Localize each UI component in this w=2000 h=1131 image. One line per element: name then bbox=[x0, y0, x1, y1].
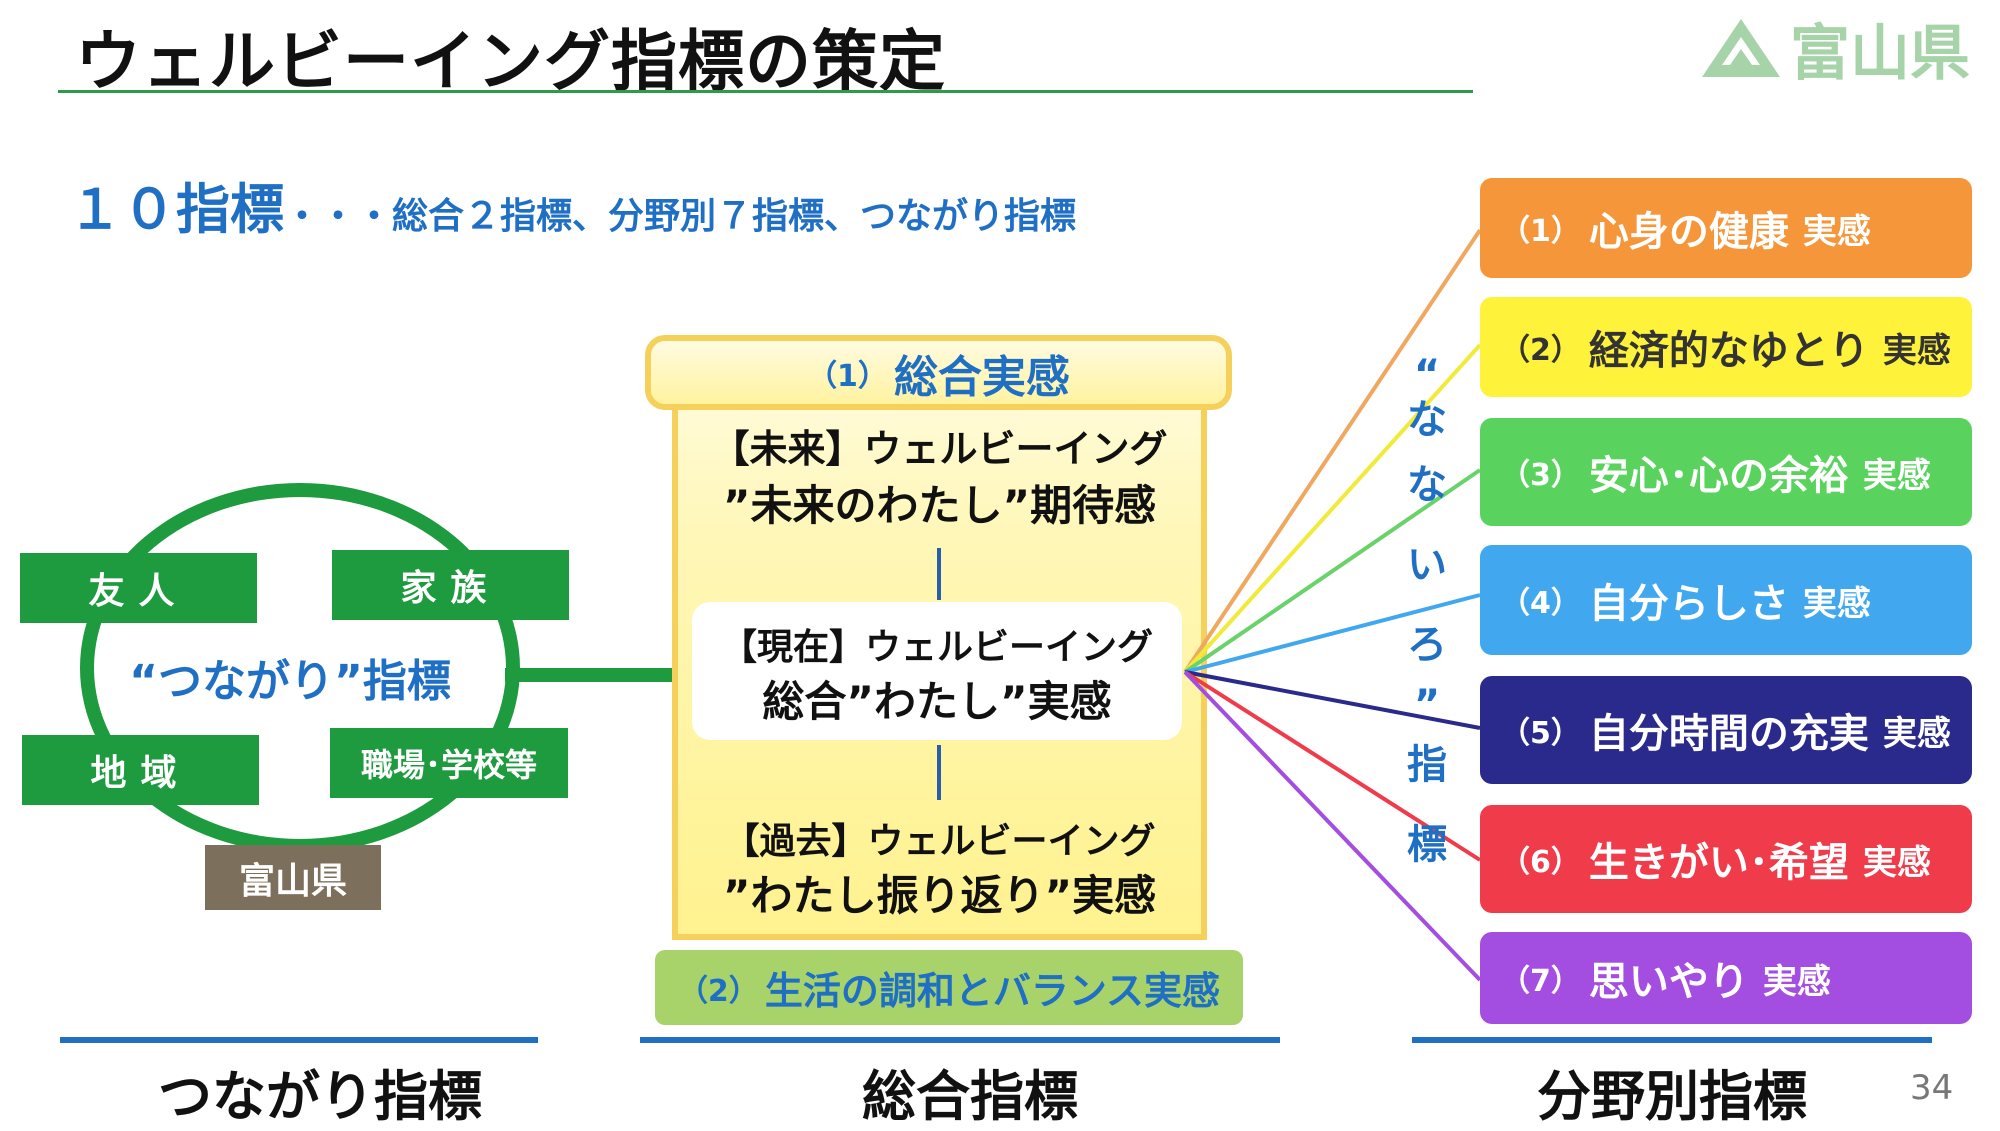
timeline-connector-top bbox=[937, 548, 941, 600]
field-suffix: 実感 bbox=[1862, 455, 1931, 496]
connector-line-4 bbox=[1184, 593, 1481, 674]
field-number: （7） bbox=[1500, 964, 1581, 999]
family-box: 家族 bbox=[332, 550, 569, 620]
page-number: 34 bbox=[1910, 1068, 1954, 1108]
nanairo-char: 指 bbox=[1407, 742, 1447, 788]
connector-line-1 bbox=[1183, 228, 1482, 674]
field-number: （5） bbox=[1500, 716, 1581, 751]
connector-line-2 bbox=[1183, 343, 1482, 674]
connection-link-line bbox=[505, 668, 705, 682]
field-label: 自分時間の充実 bbox=[1588, 711, 1869, 757]
field-suffix: 実感 bbox=[1802, 211, 1871, 252]
footer-rule-center bbox=[640, 1037, 1280, 1043]
nanairo-indicator-label: “ な な い ろ ” 指 標 bbox=[1402, 355, 1452, 885]
field-box-purpose: （6） 生きがい･希望 実感 bbox=[1480, 805, 1972, 913]
field-label: 心身の健康 bbox=[1588, 209, 1789, 255]
nanairo-char: い bbox=[1407, 542, 1447, 588]
field-number: （4） bbox=[1500, 586, 1581, 621]
footer-rule-left bbox=[60, 1037, 538, 1043]
future-heading: 【未来】ウェルビーイング bbox=[711, 427, 1168, 471]
field-label: 自分らしさ bbox=[1588, 581, 1789, 627]
balance-number: （2） bbox=[677, 973, 759, 1009]
prefecture-box: 富山県 bbox=[205, 845, 381, 910]
timeline-connector-bottom bbox=[937, 745, 941, 800]
field-box-security: （3） 安心･心の余裕 実感 bbox=[1480, 418, 1972, 526]
field-label: 安心･心の余裕 bbox=[1588, 453, 1849, 499]
future-main: ”未来のわたし”期待感 bbox=[722, 481, 1157, 530]
overall-header: （1） 総合実感 bbox=[645, 335, 1232, 410]
subtitle-lead: １０指標 bbox=[68, 178, 284, 241]
past-main: ”わたし振り返り”実感 bbox=[722, 871, 1157, 920]
subtitle-rest: ・・・総合２指標、分野別７指標、つながり指標 bbox=[284, 196, 1077, 237]
field-number: （2） bbox=[1500, 333, 1581, 368]
connector-line-6 bbox=[1183, 670, 1482, 862]
footer-label-fields: 分野別指標 bbox=[1537, 1065, 1807, 1128]
field-box-compassion: （7） 思いやり 実感 bbox=[1480, 932, 1972, 1024]
mountain-logo-icon bbox=[1702, 19, 1780, 77]
connection-indicator-label: “つながり”指標 bbox=[129, 656, 451, 707]
field-suffix: 実感 bbox=[1762, 961, 1831, 1002]
field-box-health: （1） 心身の健康 実感 bbox=[1480, 178, 1972, 278]
field-number: （1） bbox=[1500, 214, 1581, 249]
footer-label-connections: つながり指標 bbox=[158, 1065, 482, 1128]
field-box-own-time: （5） 自分時間の充実 実感 bbox=[1480, 676, 1972, 784]
field-suffix: 実感 bbox=[1882, 713, 1951, 754]
field-suffix: 実感 bbox=[1882, 330, 1951, 371]
field-box-selfhood: （4） 自分らしさ 実感 bbox=[1480, 545, 1972, 655]
field-suffix: 実感 bbox=[1862, 842, 1931, 883]
field-suffix: 実感 bbox=[1802, 583, 1871, 624]
connector-line-5 bbox=[1184, 670, 1481, 730]
field-box-economy: （2） 経済的なゆとり 実感 bbox=[1480, 297, 1972, 397]
present-main: 総合”わたし”実感 bbox=[762, 677, 1112, 726]
field-number: （6） bbox=[1500, 845, 1581, 880]
overall-header-label: 総合実感 bbox=[893, 351, 1070, 403]
nanairo-char: ” bbox=[1413, 682, 1441, 728]
nanairo-char: な bbox=[1407, 462, 1447, 508]
field-number: （3） bbox=[1500, 458, 1581, 493]
overall-header-number: （1） bbox=[807, 358, 888, 394]
friends-box: 友人 bbox=[20, 553, 257, 623]
field-label: 思いやり bbox=[1588, 959, 1749, 1005]
workplace-box: 職場･学校等 bbox=[330, 728, 568, 798]
connector-line-3 bbox=[1183, 468, 1482, 674]
field-label: 生きがい･希望 bbox=[1588, 840, 1849, 886]
title-underline bbox=[58, 90, 1473, 93]
footer-rule-right bbox=[1412, 1037, 1932, 1043]
nanairo-char: ろ bbox=[1407, 622, 1447, 668]
field-label: 経済的なゆとり bbox=[1588, 328, 1869, 374]
prefecture-logo: 富山県 bbox=[1700, 8, 1970, 89]
subtitle: １０指標・・・総合２指標、分野別７指標、つながり指標 bbox=[68, 165, 1076, 244]
past-heading: 【過去】ウェルビーイング bbox=[723, 821, 1156, 862]
connector-line-7 bbox=[1183, 670, 1482, 982]
logo-text: 富山県 bbox=[1790, 18, 1970, 89]
page-title: ウェルビーイング指標の策定 bbox=[75, 23, 946, 100]
region-box: 地域 bbox=[22, 735, 259, 805]
present-heading: 【現在】ウェルビーイング bbox=[720, 627, 1153, 668]
balance-box: （2） 生活の調和とバランス実感 bbox=[655, 950, 1243, 1025]
present-box bbox=[692, 602, 1182, 740]
balance-label: 生活の調和とバランス実感 bbox=[764, 969, 1221, 1013]
footer-label-overall: 総合指標 bbox=[862, 1065, 1078, 1128]
nanairo-char: “ bbox=[1413, 352, 1441, 398]
nanairo-char: 標 bbox=[1407, 822, 1447, 868]
nanairo-char: な bbox=[1407, 397, 1447, 443]
